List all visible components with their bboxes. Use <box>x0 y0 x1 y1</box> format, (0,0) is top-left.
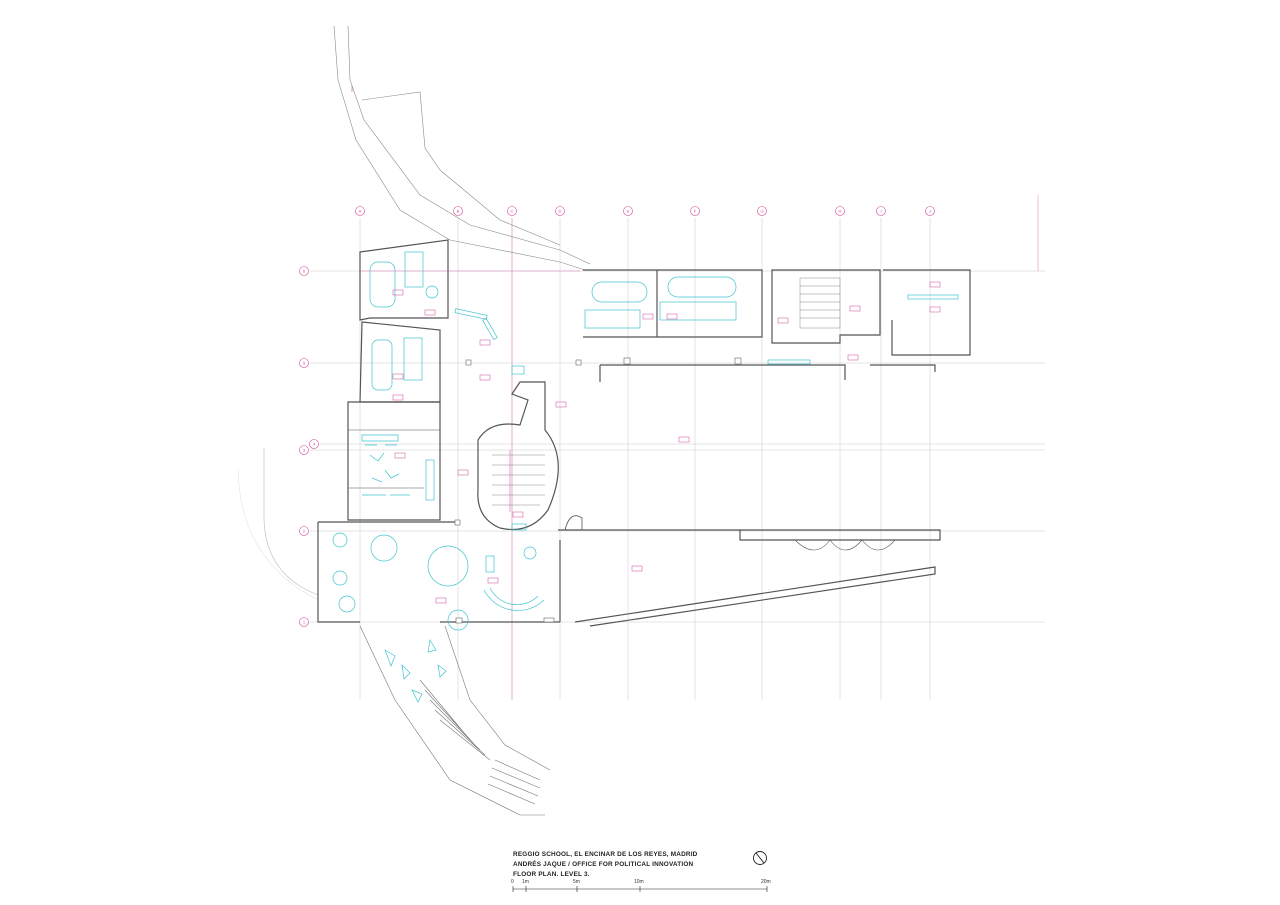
scale-label-1m: 1m <box>522 879 529 885</box>
row-label-2: 2 <box>303 529 306 534</box>
drawing-title: FLOOR PLAN. LEVEL 3. <box>513 871 590 878</box>
south-stair <box>359 625 551 816</box>
scale-label-0: 0 <box>511 879 514 885</box>
column-label-b: B <box>457 209 460 214</box>
scale-label-10m: 10m <box>634 879 644 885</box>
row-label-3: 3 <box>303 448 306 453</box>
room-tags <box>392 281 941 604</box>
column-label-g: G <box>760 209 763 214</box>
furniture <box>332 251 959 703</box>
title-block: REGGIO SCHOOL, EL ENCINAR DE LOS REYES, … <box>513 850 793 880</box>
row-label-6: 6 <box>303 269 306 274</box>
scale-label-20m: 20m <box>761 879 771 885</box>
structural-posts <box>454 357 742 624</box>
column-label-c: C <box>511 209 514 214</box>
reference-lines <box>360 195 1039 700</box>
scale-bar <box>512 886 768 892</box>
building-walls <box>317 239 971 627</box>
access-ramp-north <box>333 25 591 271</box>
scale-label-5m: 5m <box>573 879 580 885</box>
row-label-1: 1 <box>303 620 306 625</box>
column-label-e: E <box>627 209 630 214</box>
column-label-j: J <box>929 209 931 214</box>
column-label-h: H <box>839 209 842 214</box>
grid-lines <box>310 218 1045 700</box>
row-label-4: 4 <box>313 442 316 447</box>
project-title: REGGIO SCHOOL, EL ENCINAR DE LOS REYES, … <box>513 851 698 858</box>
row-label-5: 5 <box>303 361 306 366</box>
column-label-i: I <box>880 209 881 214</box>
column-bubbles <box>355 206 935 216</box>
architect-credit: ANDRÉS JAQUE / OFFICE FOR POLITICAL INNO… <box>513 861 694 868</box>
column-label-d: D <box>559 209 562 214</box>
site-edge-curve <box>237 448 319 601</box>
column-label-f: F <box>694 209 697 214</box>
row-bubbles <box>299 266 319 627</box>
stairs <box>492 277 841 512</box>
north-arrow-icon <box>753 851 767 865</box>
column-label-a: A <box>359 209 362 214</box>
